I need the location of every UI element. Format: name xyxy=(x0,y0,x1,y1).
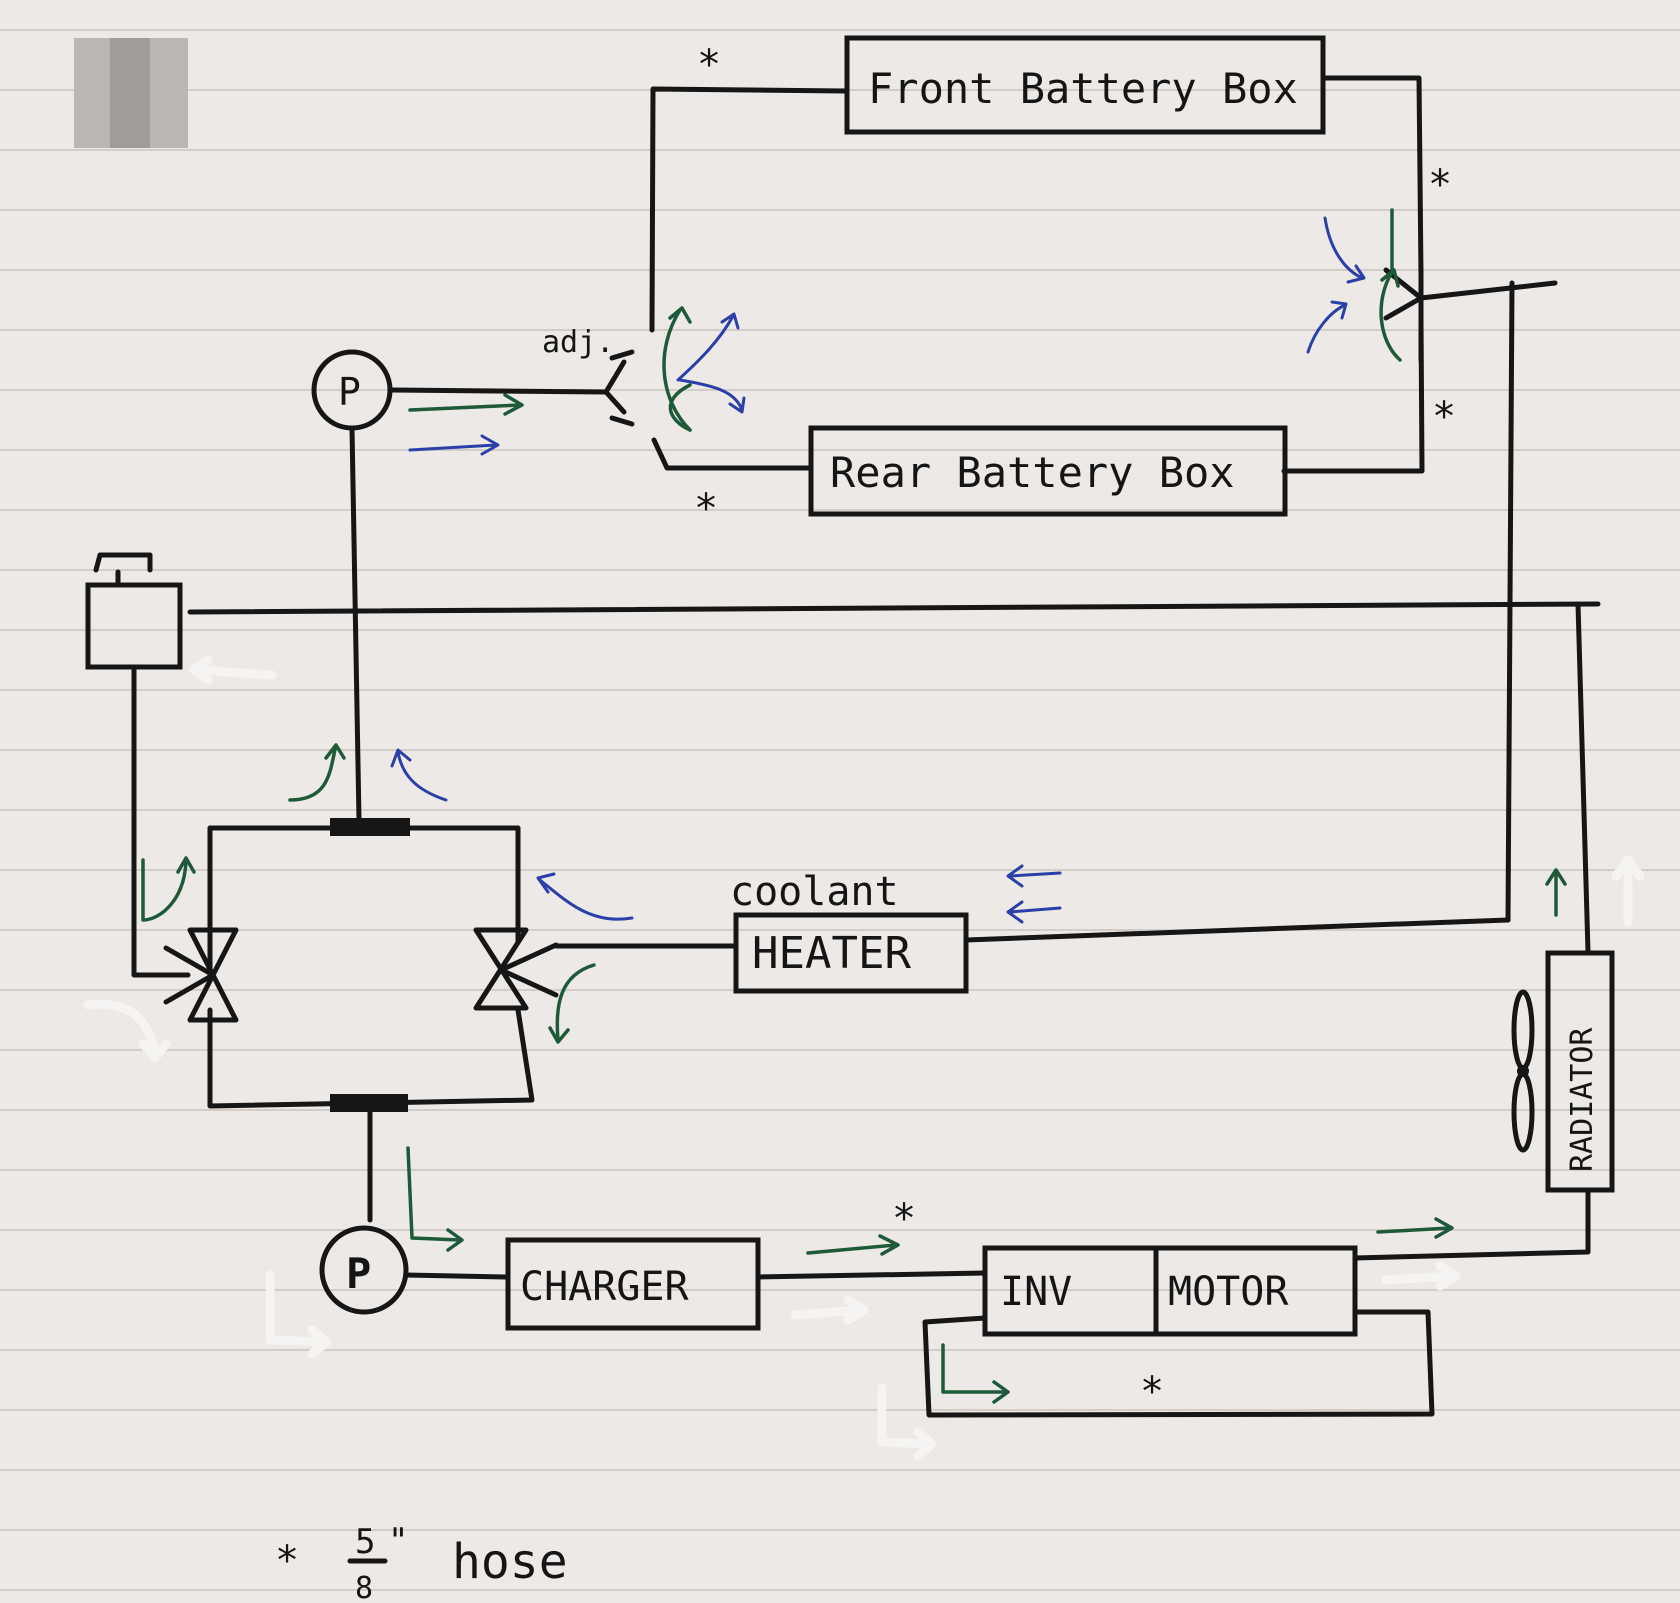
rear-battery-box-label: Rear Battery Box xyxy=(830,448,1235,497)
charger: CHARGER xyxy=(505,1237,988,1331)
legend-text: hose xyxy=(452,1534,568,1590)
hose-marker: * xyxy=(694,486,718,532)
legend-numerator: 5 xyxy=(355,1522,375,1562)
battery-loop-piping xyxy=(389,75,1558,943)
inverter-motor: INV MOTOR xyxy=(922,1187,1591,1418)
charger-label: CHARGER xyxy=(520,1264,689,1310)
valve-manifold xyxy=(207,818,535,1223)
adj-label: adj. xyxy=(542,325,614,360)
fan-icon xyxy=(1511,989,1535,1153)
coolant-heater: coolant HEATER xyxy=(730,869,969,994)
adjustable-splitter-valve: adj. xyxy=(542,325,635,427)
paper-ruling xyxy=(0,29,1680,1591)
front-battery-box: Front Battery Box xyxy=(844,35,1326,135)
hose-marker: * xyxy=(892,1196,916,1242)
hose-markers: * * * * * * xyxy=(694,42,1456,1415)
hose-marker: * xyxy=(1428,162,1452,208)
heater-label: HEATER xyxy=(752,928,911,979)
bottom-pump-label: P xyxy=(346,1249,371,1298)
rear-battery-box: Rear Battery Box xyxy=(808,425,1288,517)
coolant-label: coolant xyxy=(730,869,899,915)
legend: * 5 8 " hose xyxy=(275,1521,568,1603)
hose-marker: * xyxy=(1432,394,1456,440)
legend-denominator: 8 xyxy=(355,1571,373,1603)
legend-inch-mark: " xyxy=(388,1521,408,1561)
motor-label: MOTOR xyxy=(1168,1269,1289,1315)
top-pump: P xyxy=(311,349,393,823)
radiator: RADIATOR xyxy=(1511,950,1615,1193)
green-flow-arrows xyxy=(141,208,1567,1404)
redacted-mark xyxy=(74,38,188,148)
right-three-way-valve xyxy=(473,927,738,1011)
reservoir-tank xyxy=(85,552,1601,978)
bottom-pump: P xyxy=(319,1225,508,1315)
left-three-way-valve xyxy=(163,927,239,1023)
radiator-label: RADIATOR xyxy=(1565,1027,1600,1172)
inv-label: INV xyxy=(1000,1269,1072,1315)
hose-marker: * xyxy=(1140,1369,1164,1415)
white-flow-arrows xyxy=(83,655,1645,1461)
front-battery-box-label: Front Battery Box xyxy=(868,64,1298,113)
hose-marker: * xyxy=(697,42,721,88)
legend-symbol: * xyxy=(275,1538,299,1584)
top-pump-label: P xyxy=(338,370,361,414)
blue-flow-arrows xyxy=(390,216,1366,924)
